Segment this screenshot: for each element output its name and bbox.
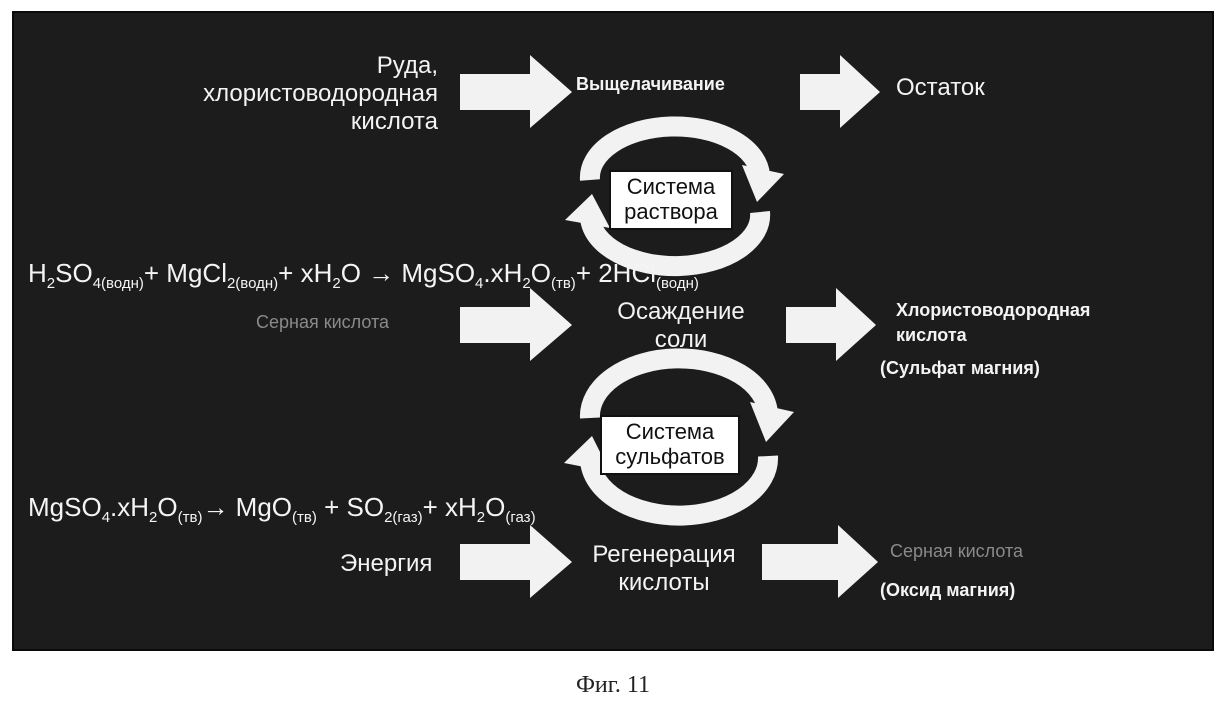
equation1-part-3: 4(водн) (93, 275, 144, 292)
equation2-part-4: O (157, 492, 177, 522)
equation1-part-7: 2 (332, 275, 340, 292)
arrow-ore-to-leaching (460, 55, 572, 128)
sulfate-system-line-1: Система (610, 419, 730, 444)
input-ore-hcl: Руда, хлористоводородная кислота (150, 52, 438, 136)
solution-system-line-1: Система (619, 174, 723, 199)
equation1-part-5: 2(водн) (227, 275, 278, 292)
equation1-part-13: (тв) (551, 275, 576, 292)
equation1-part-14: + 2HCl (576, 258, 656, 288)
equation2-part-2: .xH (110, 492, 149, 522)
input-ore-line-3: кислота (150, 108, 438, 136)
equation1-part-12: O (531, 258, 551, 288)
input-ore-line-2: хлористоводородная (150, 80, 438, 108)
regeneration-line-2: кислоты (574, 569, 754, 597)
arrow-regeneration-to-sulfuric (762, 525, 878, 598)
equation1-part-4: + MgCl (144, 258, 227, 288)
equation1-part-6: + xH (278, 258, 332, 288)
arrow-energy-to-regeneration (460, 525, 572, 598)
equation2-part-11: 2 (477, 509, 485, 526)
equation1-part-11: 2 (522, 275, 530, 292)
regeneration-line-1: Регенерация (574, 541, 754, 569)
equation2-part-0: MgSO (28, 492, 102, 522)
process-salt-precipitation: Осаждение соли (596, 298, 766, 354)
output-magnesium-oxide-note: (Оксид магния) (880, 578, 1015, 603)
precipitation-line-1: Осаждение (596, 298, 766, 326)
output-hcl-line-1: Хлористоводородная (896, 298, 1090, 323)
arrow-leaching-to-residue (800, 55, 880, 128)
input-energy: Энергия (340, 550, 432, 578)
sulfate-system-box: Система сульфатов (600, 415, 740, 475)
equation1-part-0: H (28, 258, 47, 288)
input-ore-line-1: Руда, (150, 52, 438, 80)
arrow-sulfuric-to-precipitation (460, 288, 572, 361)
output-magnesium-sulfate-note: (Сульфат магния) (880, 356, 1040, 381)
figure-caption: Фиг. 11 (0, 672, 1226, 699)
solution-system-line-2: раствора (619, 199, 723, 224)
process-leaching: Выщелачивание (576, 72, 725, 97)
output-residue: Остаток (896, 74, 985, 102)
equation2-part-13: (газ) (505, 509, 535, 526)
equation1-part-1: 2 (47, 275, 55, 292)
equation-precipitation: H2SO4(водн)+ MgCl2(водн)+ xH2O → MgSO4.x… (28, 258, 699, 288)
equation1-part-10: .xH (483, 258, 522, 288)
equation2-part-12: O (485, 492, 505, 522)
sulfate-system-line-2: сульфатов (610, 444, 730, 469)
input-sulfuric-acid: Серная кислота (256, 312, 389, 333)
output-sulfuric-acid: Серная кислота (890, 541, 1023, 562)
process-acid-regeneration: Регенерация кислоты (574, 541, 754, 597)
equation1-part-8: O → MgSO (341, 258, 475, 288)
equation1-part-2: SO (55, 258, 93, 288)
equation1-part-15: (водн) (656, 275, 699, 292)
equation2-part-9: 2(газ) (384, 509, 423, 526)
equation2-part-8: + SO (317, 492, 384, 522)
equation2-part-7: (тв) (292, 509, 317, 526)
arrow-precipitation-to-hcl (786, 288, 876, 361)
equation2-part-6: → MgO (202, 492, 292, 522)
output-hcl: Хлористоводородная кислота (896, 298, 1090, 348)
equation2-part-1: 4 (102, 509, 110, 526)
output-hcl-line-2: кислота (896, 323, 1090, 348)
precipitation-line-2: соли (596, 326, 766, 354)
solution-system-box: Система раствора (609, 170, 733, 230)
equation2-part-5: (тв) (178, 509, 203, 526)
equation-regeneration: MgSO4.xH2O(тв)→ MgO(тв) + SO2(газ)+ xH2O… (28, 492, 536, 522)
equation2-part-10: + xH (423, 492, 477, 522)
